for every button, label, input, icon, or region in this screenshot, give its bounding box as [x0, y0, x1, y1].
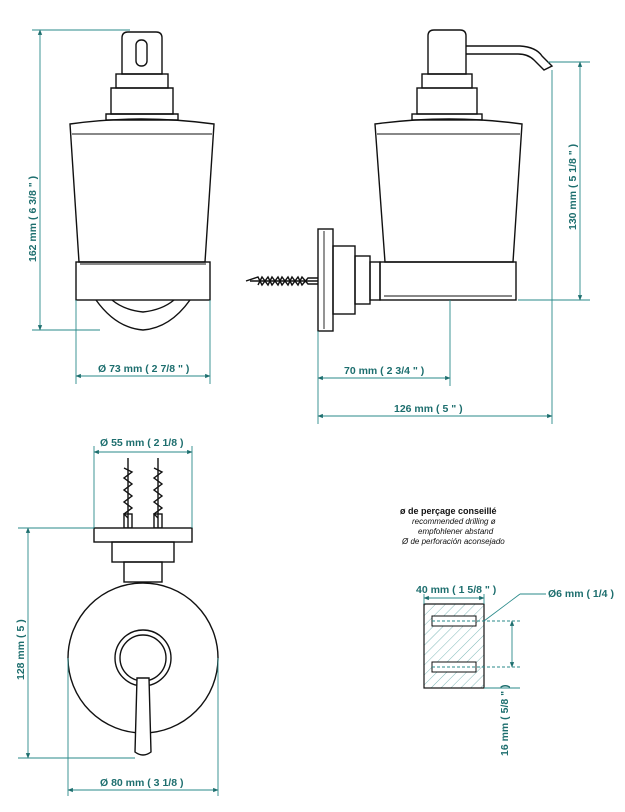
dim-wall-offset: 70 mm ( 2 3/4 " ) [344, 365, 424, 377]
drilling-note-en: recommended drilling ø [412, 517, 496, 526]
dim-bottle-height: 130 mm ( 5 1/8 " ) [567, 144, 579, 230]
dim-depth: 126 mm ( 5 " ) [394, 403, 463, 415]
drilling-detail [423, 603, 520, 689]
screw-right [152, 458, 164, 529]
dim-base-diameter: Ø 80 mm ( 3 1/8 ) [100, 777, 183, 789]
side-view [245, 29, 554, 332]
drilling-note-es: Ø de perforación aconsejado [401, 537, 505, 546]
dim-hole-diameter: Ø6 mm ( 1/4 ) [548, 588, 614, 600]
dim-plate-width: Ø 55 mm ( 2 1/8 ) [100, 437, 183, 449]
top-view [67, 458, 219, 756]
drilling-note-de: empfohlener abstand [418, 527, 494, 536]
dim-hole-spacing: 40 mm ( 1 5/8 " ) [416, 584, 496, 596]
drilling-note: ø de perçage conseillé recommended drill… [400, 506, 505, 546]
dim-total-height: 162 mm ( 6 3/8 " ) [27, 176, 39, 262]
dim-bottle-diameter: Ø 73 mm ( 2 7/8 " ) [98, 363, 189, 375]
front-view [69, 31, 215, 331]
dim-mount-height: 128 mm ( 5 ) [15, 619, 27, 680]
dim-hole-depth: 16 mm ( 5/8 " ) [499, 684, 511, 756]
screw-left [122, 458, 134, 529]
dimension-lines [18, 29, 590, 796]
drilling-note-title: ø de perçage conseillé [400, 506, 497, 516]
